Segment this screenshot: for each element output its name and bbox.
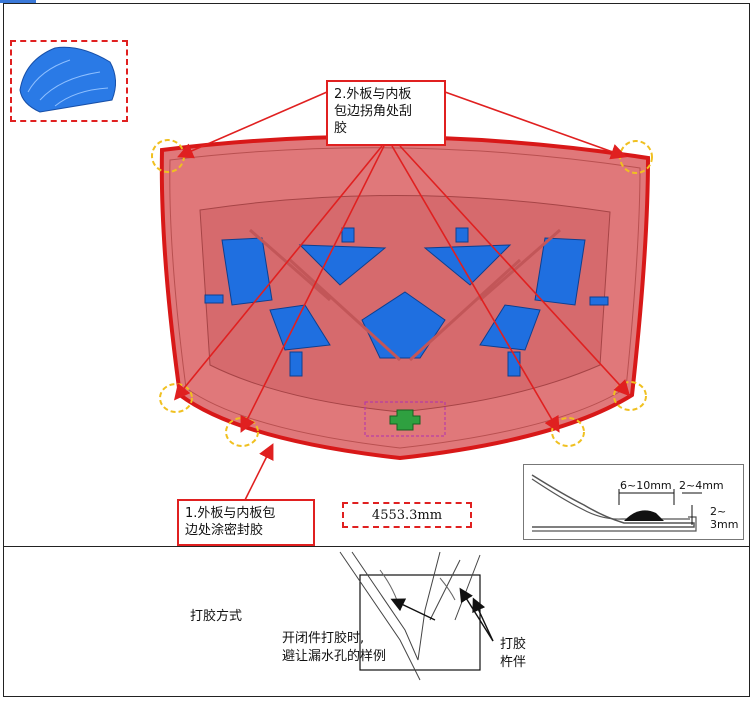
figure-frame: [3, 3, 750, 697]
seal-arrow: [244, 443, 274, 501]
corner-arrows: [173, 91, 631, 433]
fixture-label: 打胶 杵伴: [500, 637, 527, 670]
hood-inner-panel: [159, 134, 651, 461]
thumbnail-frame: [10, 40, 128, 122]
section-divider: [3, 546, 750, 547]
width-range-label: 6~10mm: [620, 479, 672, 492]
hem-cross-section-drawing: [531, 474, 702, 532]
thickness-range-label: 2~ 3mm: [710, 505, 739, 531]
method-title: 打胶方式: [190, 609, 243, 624]
measurement-box: 4553.3mm: [342, 502, 472, 528]
hood-thumbnail: [19, 46, 116, 113]
callout-corner-scrape: 2.外板与内板 包边拐角处刮 胶: [326, 80, 446, 146]
hem-cross-section: 6~10mm 2~4mm 2~ 3mm: [523, 464, 744, 540]
callout-seal-text: 1.外板与内板包 边处涂密封胶: [185, 506, 276, 538]
drain-hole-note: 开闭件打胶时, 避让漏水孔的样例: [282, 631, 387, 664]
gap-range-label: 2~4mm: [679, 479, 724, 492]
measurement-value: 4553.3mm: [371, 507, 443, 523]
callout-seal: 1.外板与内板包 边处涂密封胶: [177, 499, 315, 546]
callout-corner-scrape-text: 2.外板与内板 包边拐角处刮 胶: [334, 87, 413, 136]
drain-hole-sketch: [339, 551, 494, 681]
corner-mark: [0, 0, 36, 3]
